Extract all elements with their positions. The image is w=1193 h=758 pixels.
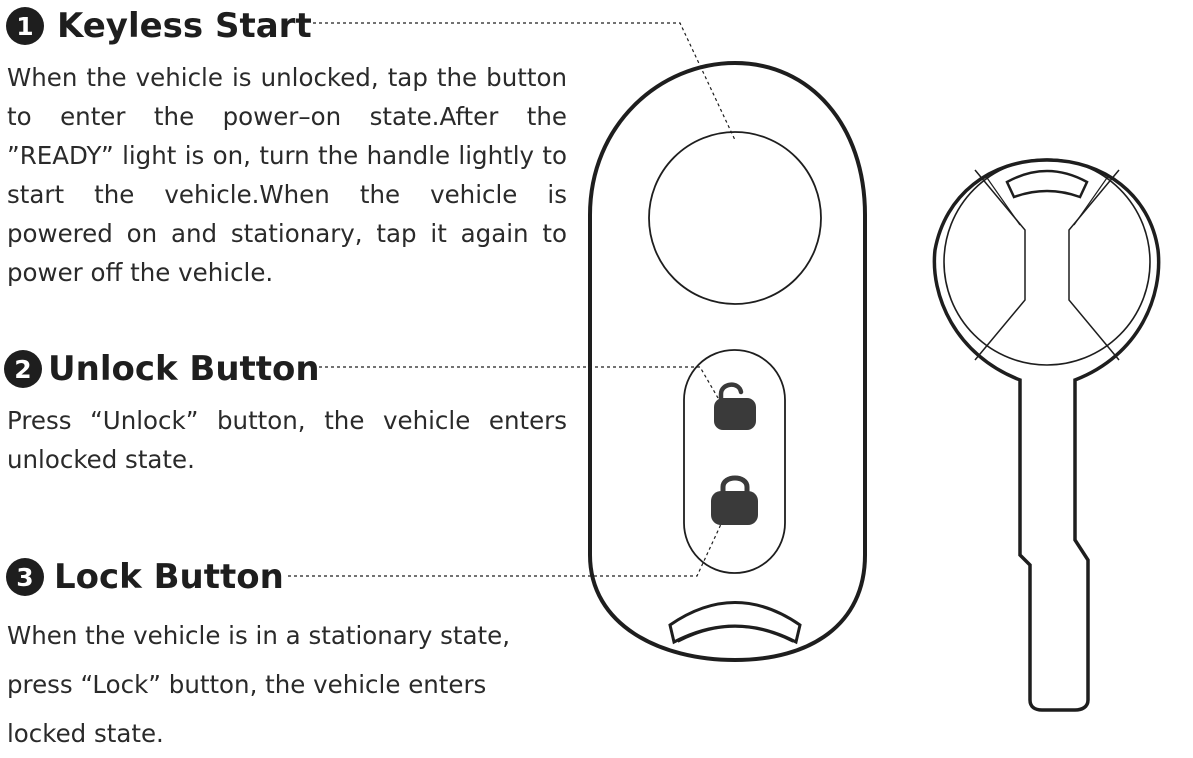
section-1-line-6: power off the vehicle.: [7, 258, 274, 287]
section-2-line-1: Press “Unlock” button, the vehicle enter…: [7, 406, 567, 435]
section-3-title: Lock Button: [54, 557, 284, 597]
section-3-line-3: locked state.: [7, 719, 164, 748]
keyring-slot-inner: [677, 626, 794, 643]
fob-body-outline: [588, 60, 867, 663]
keyring-slot: [668, 601, 802, 645]
lock-unlock-button-panel: [683, 349, 786, 574]
section-2-heading: 2 Unlock Button: [4, 347, 320, 391]
section-3-line-1: When the vehicle is in a stationary stat…: [7, 621, 511, 650]
section-3-line-2: press “Lock” button, the vehicle enters: [7, 670, 487, 699]
mechanical-key-illustration: [932, 158, 1161, 712]
key-head-ring: [943, 158, 1151, 366]
leader-line-keyless-start: [313, 22, 736, 141]
section-3-description: When the vehicle is in a stationary stat…: [7, 611, 567, 758]
section-1-number-badge: 1: [6, 7, 44, 45]
section-1-line-3: ”READY” light is on, turn the handle lig…: [7, 141, 567, 170]
leader-line-lock: [288, 521, 723, 577]
lock-padlock-icon: [711, 475, 758, 525]
section-1-line-2: to enter the power–on state.After the: [7, 102, 567, 131]
section-1-title: Keyless Start: [57, 6, 312, 46]
unlock-padlock-icon: [714, 382, 756, 430]
section-2-number-badge: 2: [4, 350, 42, 388]
section-1-description: When the vehicle is unlocked, tap the bu…: [7, 58, 567, 292]
key-outline: [932, 158, 1161, 712]
section-3-number-badge: 3: [6, 558, 44, 596]
section-1-line-5: powered on and stationary, tap it again …: [7, 219, 567, 248]
key-left-groove: [974, 169, 1026, 361]
key-right-groove: [1068, 169, 1120, 361]
section-1-line-1: When the vehicle is unlocked, tap the bu…: [7, 63, 567, 92]
section-2-line-2: unlocked state.: [7, 445, 195, 474]
keyless-start-button: [648, 131, 822, 305]
section-3-heading: 3 Lock Button: [6, 555, 284, 599]
section-1-line-4: start the vehicle.When the vehicle is: [7, 180, 567, 209]
leader-line-unlock: [313, 366, 719, 399]
section-1-heading: 1 Keyless Start: [6, 4, 312, 48]
section-2-description: Press “Unlock” button, the vehicle enter…: [7, 401, 567, 479]
section-2-title: Unlock Button: [48, 349, 320, 389]
key-hole: [1005, 169, 1089, 199]
